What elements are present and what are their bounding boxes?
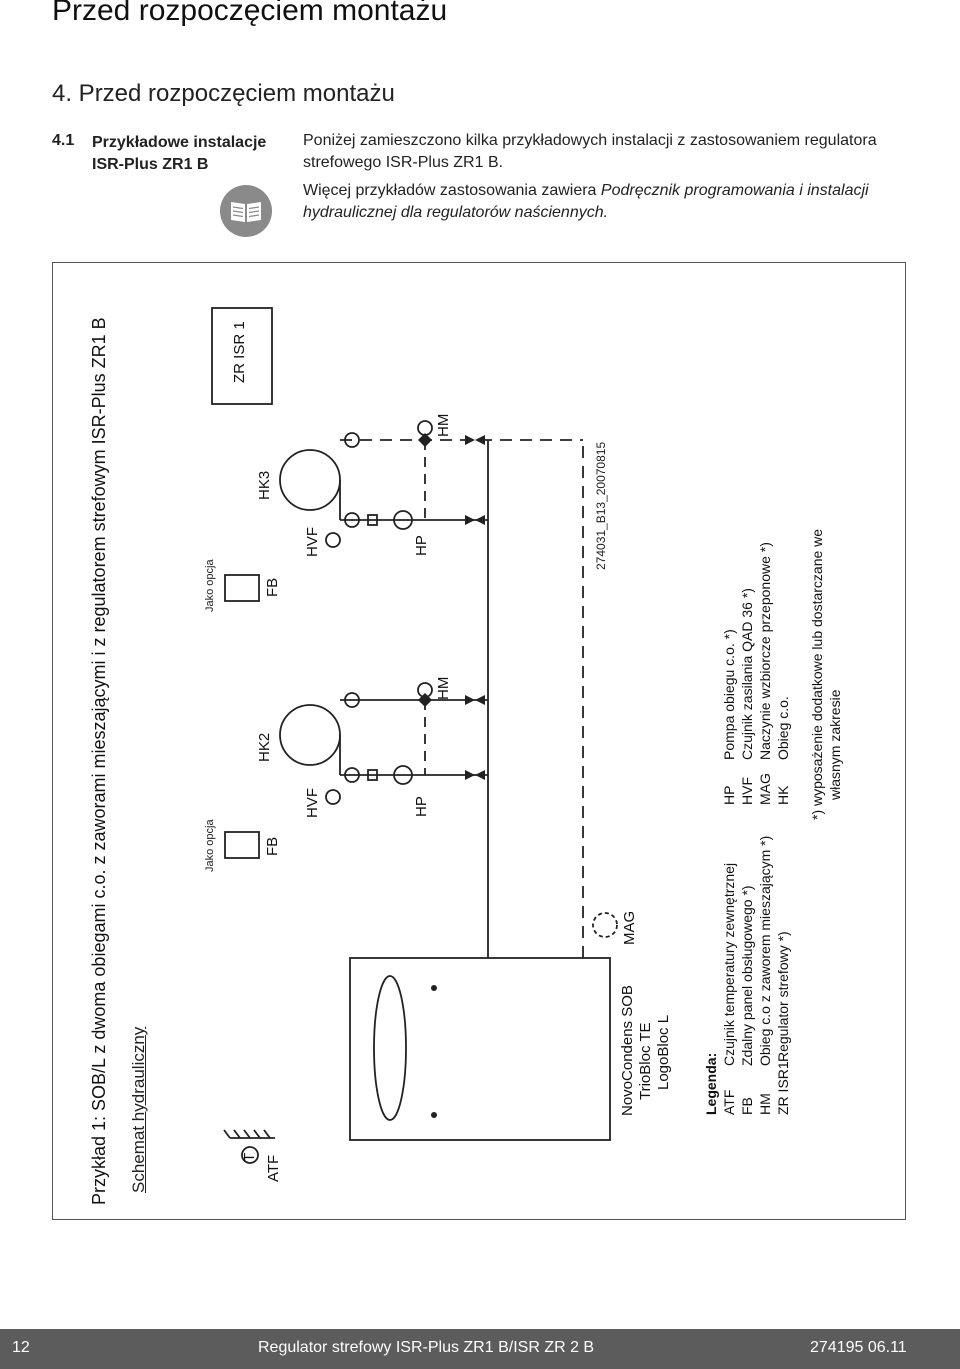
legend-code: ZR ISR1 <box>775 1061 791 1115</box>
legend-text: Zdalny panel obsługowego *) <box>739 885 755 1066</box>
more-examples-text: Więcej przykładów zastosowania zawiera P… <box>303 180 923 224</box>
running-title: Przed rozpoczęciem montażu <box>52 0 448 27</box>
hvf-label-2: HVF <box>304 527 321 557</box>
fb-label-1: FB <box>264 836 281 856</box>
legend-text: Czujnik temperatury zewnętrznej <box>721 862 737 1066</box>
subsection-number: 4.1 <box>52 132 75 149</box>
mag-label: MAG <box>621 910 638 945</box>
book-icon-glyph <box>231 202 261 222</box>
zr-label: ZR ISR 1 <box>231 321 248 383</box>
optional-label-1: Jako opcja <box>204 819 216 872</box>
hm-label-2: HM <box>435 413 452 437</box>
atf-sensor-mount <box>223 1129 275 1139</box>
legend-code: FB <box>739 1097 755 1115</box>
hm-label-1: HM <box>435 676 452 700</box>
figure-frame <box>52 262 906 1220</box>
boiler-label-1: NovoCondens SOB <box>619 985 636 1116</box>
mag-vessel <box>592 912 618 938</box>
intro-text: Poniżej zamieszczono kilka przykładowych… <box>303 132 877 171</box>
boiler-label-2: TrioBloc TE <box>637 1022 654 1100</box>
legend-title: Legenda: <box>703 1052 719 1115</box>
schematic-label: Schemat hydrauliczny <box>129 1026 148 1193</box>
hvf-label-1: HVF <box>304 788 321 818</box>
legend-code: HP <box>721 785 737 805</box>
zr-controller-box <box>211 307 273 405</box>
atf-label: ATF <box>265 1154 282 1182</box>
figure-reference: 274031_B13_20070815 <box>594 441 608 570</box>
book-icon <box>220 185 272 237</box>
legend-note-cont: własnym zakresie <box>827 689 843 800</box>
legend-code: ATF <box>721 1089 737 1115</box>
legend-code: MAG <box>757 773 773 805</box>
atf-t-label: T <box>241 1152 258 1162</box>
boiler-label-3: LogoBloc L <box>655 1014 672 1090</box>
hk3-label: HK3 <box>256 470 273 500</box>
manual-reference: Podręcznik programowania i instalacji hy… <box>303 182 869 221</box>
legend-text: Regulator strefowy *) <box>775 931 791 1062</box>
page-number: 12 <box>12 1339 30 1356</box>
hp-label-2: HP <box>413 535 430 556</box>
boiler-body <box>349 957 611 1141</box>
section-title: 4. Przed rozpoczęciem montażu <box>52 80 395 107</box>
hp-label-1: HP <box>413 796 430 817</box>
legend-text: Pompa obiegu c.o. *) <box>721 629 737 760</box>
legend-text: Naczynie wzbiorcze przeponowe *) <box>757 542 773 760</box>
boiler-window <box>373 975 407 1121</box>
legend-text: Czujnik zasilania QAD 36 *) <box>739 588 755 760</box>
hk2-label: HK2 <box>256 732 273 762</box>
figure-title: Przykład 1: SOB/L z dwoma obiegami c.o. … <box>89 317 109 1205</box>
legend-code: HK <box>775 785 791 805</box>
fb-panel-1 <box>224 831 260 859</box>
legend-text: Obieg c.o. <box>775 696 791 760</box>
subsection-title: Przykładowe instalacje ISR-Plus ZR1 B <box>92 134 267 173</box>
legend-text: Obieg c.o z zaworem mieszającym *) <box>757 835 773 1066</box>
hk3-circuit <box>279 439 583 530</box>
hk2-circuit <box>279 699 488 785</box>
legend-code: HM <box>757 1093 773 1115</box>
page-footer: 12 Regulator strefowy ISR-Plus ZR1 B/ISR… <box>0 1329 960 1369</box>
footer-doc-code: 274195 06.11 <box>810 1339 907 1356</box>
legend-code: HVF <box>739 777 755 805</box>
more-prefix: Więcej przykładów zastosowania zawiera <box>303 182 601 199</box>
fb-label-2: FB <box>264 577 281 597</box>
legend-note: *) wyposażenie dodatkowe lub dostarczane… <box>809 528 825 820</box>
fb-panel-2 <box>224 574 260 602</box>
optional-label-2: Jako opcja <box>204 559 216 612</box>
footer-doc-title: Regulator strefowy ISR-Plus ZR1 B/ISR ZR… <box>258 1339 595 1356</box>
